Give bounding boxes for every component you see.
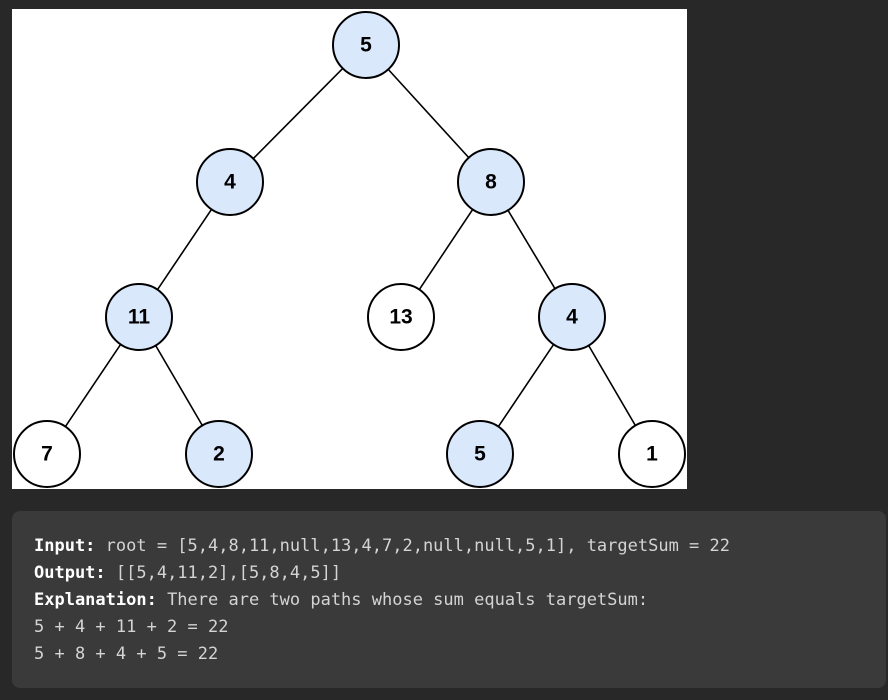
tree-node: 1 xyxy=(618,420,686,488)
tree-nodes: 5 4 8 11 13 4 7 2 5 1 xyxy=(13,11,686,488)
node-circle xyxy=(618,420,686,488)
tree-edge xyxy=(252,67,344,160)
node-circle xyxy=(367,283,435,351)
node-value: 1 xyxy=(646,443,658,466)
tree-edges xyxy=(64,67,637,428)
path-node-circle xyxy=(446,420,514,488)
output-label: Output: xyxy=(34,563,106,583)
node-value: 11 xyxy=(128,306,151,329)
path-line-2: 5 + 8 + 4 + 5 = 22 xyxy=(34,644,219,664)
path-node-circle xyxy=(185,420,253,488)
tree-edge xyxy=(418,209,474,290)
example-block: Input: root = [5,4,8,11,null,13,4,7,2,nu… xyxy=(12,511,886,688)
tree-node: 7 xyxy=(13,420,81,488)
tree-edge xyxy=(64,343,122,428)
node-value: 5 xyxy=(360,34,372,57)
node-value: 5 xyxy=(474,443,486,466)
path-node-circle xyxy=(457,148,525,216)
tree-edge xyxy=(154,345,204,426)
input-label: Input: xyxy=(34,536,96,556)
output-value: [[5,4,11,2],[5,8,4,5]] xyxy=(105,563,342,583)
node-value: 7 xyxy=(41,443,53,466)
input-line: Input: root = [5,4,8,11,null,13,4,7,2,nu… xyxy=(34,533,886,560)
output-line: Output: [[5,4,11,2],[5,8,4,5]] xyxy=(34,560,886,587)
path-line-1: 5 + 4 + 11 + 2 = 22 xyxy=(34,617,229,637)
tree-node: 5 xyxy=(332,11,400,79)
tree-node: 11 xyxy=(105,283,173,351)
tree-node: 4 xyxy=(538,283,606,351)
path-node-circle xyxy=(105,283,173,351)
binary-tree-diagram: 5 4 8 11 13 4 7 2 5 1 xyxy=(12,9,687,489)
node-value: 4 xyxy=(566,306,578,329)
node-value: 4 xyxy=(224,171,236,194)
tree-node: 8 xyxy=(457,148,525,216)
tree-node: 2 xyxy=(185,420,253,488)
explanation-label: Explanation: xyxy=(34,590,157,610)
tree-edge xyxy=(387,68,470,159)
node-value: 13 xyxy=(389,306,412,329)
tree-edge xyxy=(156,208,213,291)
explanation-value: There are two paths whose sum equals tar… xyxy=(156,590,649,610)
explanation-line: Explanation: There are two paths whose s… xyxy=(34,587,886,614)
tree-node: 4 xyxy=(196,148,264,216)
node-value: 2 xyxy=(213,443,225,466)
node-value: 8 xyxy=(485,171,497,194)
path-node-circle xyxy=(332,11,400,79)
path-node-circle xyxy=(196,148,264,216)
tree-node: 13 xyxy=(367,283,435,351)
node-circle xyxy=(13,420,81,488)
tree-edge xyxy=(497,343,555,428)
tree-edge xyxy=(507,209,556,290)
tree-edge xyxy=(587,345,637,426)
tree-node: 5 xyxy=(446,420,514,488)
path-node-circle xyxy=(538,283,606,351)
binary-tree-svg: 5 4 8 11 13 4 7 2 5 1 xyxy=(13,11,686,488)
input-value: root = [5,4,8,11,null,13,4,7,2,null,null… xyxy=(95,536,730,556)
